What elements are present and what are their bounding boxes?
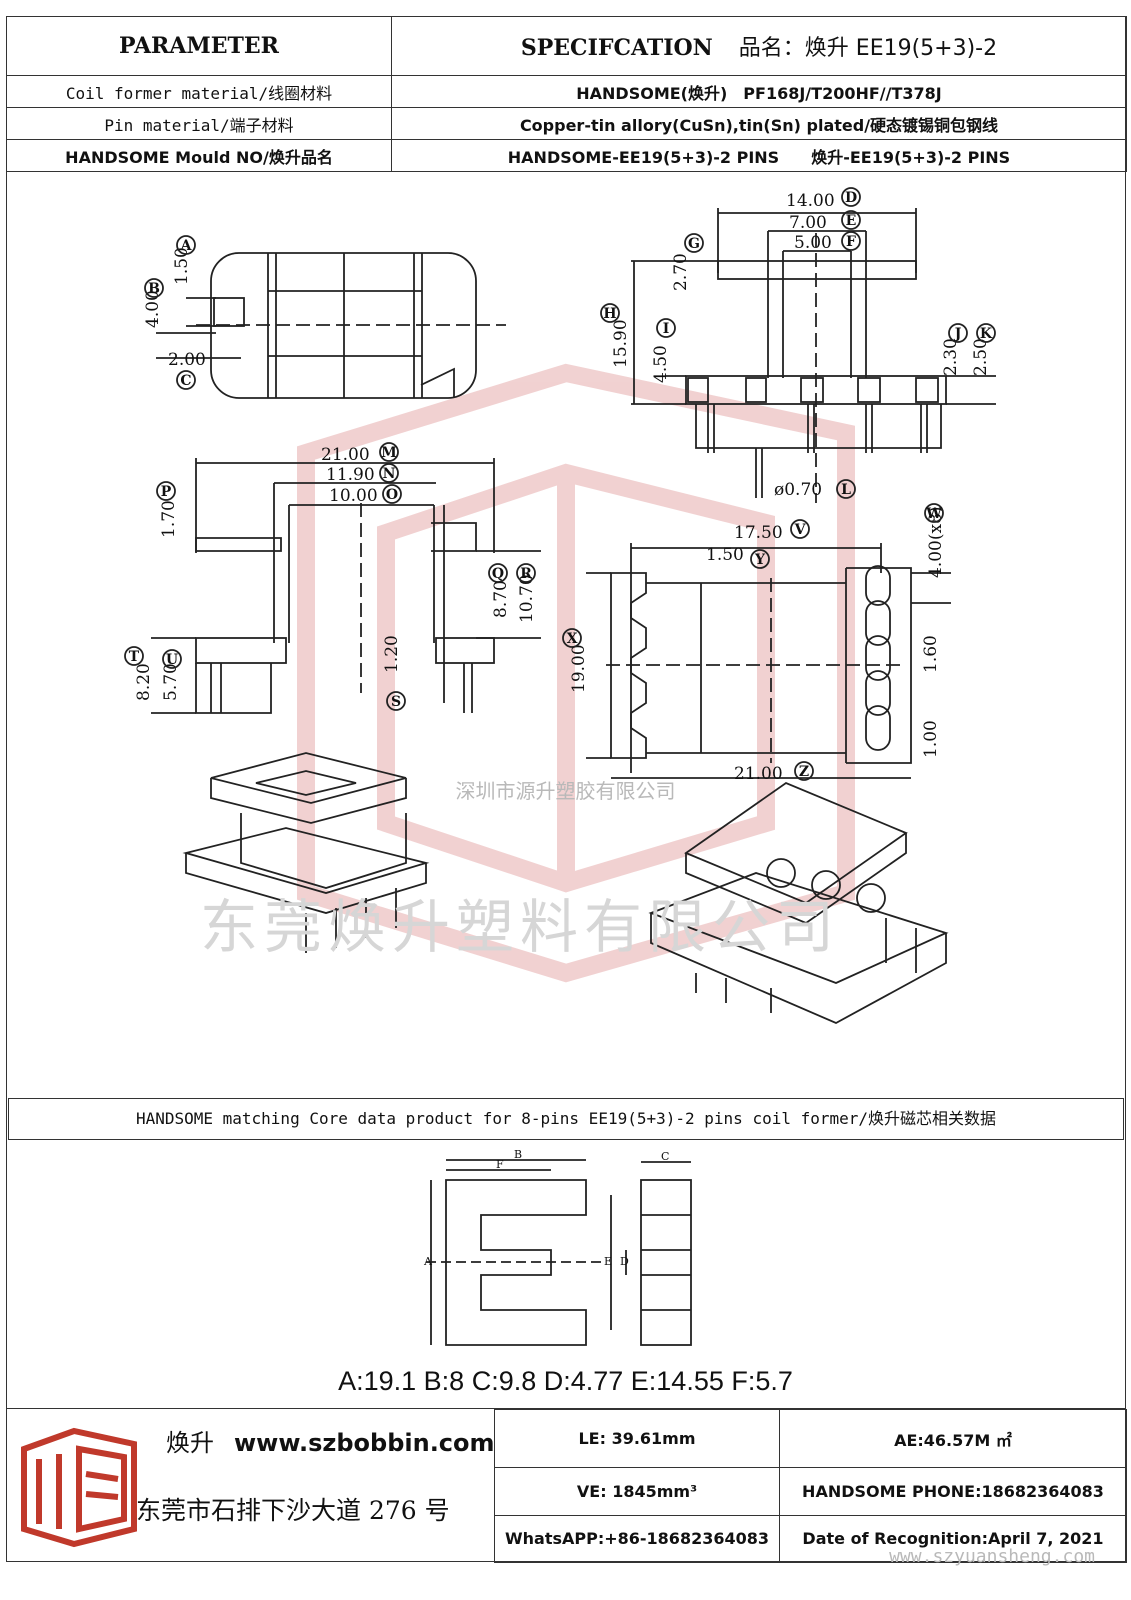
handsome-logo — [21, 1427, 137, 1548]
whatsapp-value: WhatsAPP:+86-18682364083 — [494, 1514, 780, 1564]
label-n: N — [383, 466, 396, 482]
label-o: O — [386, 487, 398, 503]
phone-value: HANDSOME PHONE:18682364083 — [779, 1467, 1127, 1516]
dim-z: 21.00 — [734, 764, 783, 784]
core-dimension-summary: A:19.1 B:8 C:9.8 D:4.77 E:14.55 F:5.7 — [338, 1366, 793, 1396]
dim-f: 5.00 — [794, 233, 832, 253]
dim-b: 4.00 — [143, 290, 163, 328]
pin-material-value: Copper-tin allory(CuSn),tin(Sn) plated/硬… — [391, 107, 1127, 140]
dim-a: 1.50 — [172, 247, 192, 285]
label-t: T — [129, 649, 140, 665]
parameter-heading: PARAMETER — [6, 16, 392, 76]
core-label-a: A — [423, 1255, 433, 1268]
label-r: R — [520, 566, 532, 582]
isometric-view-left — [182, 752, 430, 953]
label-i: I — [663, 321, 670, 337]
dim-pin-dia: 1.00 — [921, 720, 941, 758]
watermark-url: www.szyuansheng.com — [889, 1546, 1095, 1567]
watermark-company-dongguan: 东莞焕升塑料有限公司 — [200, 893, 841, 961]
dim-t: 8.20 — [134, 663, 154, 701]
ve-value: VE: 1845mm³ — [494, 1467, 780, 1516]
dim-e: 7.00 — [789, 213, 827, 233]
label-f: F — [846, 234, 856, 250]
specification-heading: SPECIFCATION 品名：焕升 EE19(5+3)-2 — [391, 16, 1127, 76]
dim-n: 11.90 — [326, 465, 375, 485]
label-v: V — [794, 522, 807, 538]
label-w: W — [925, 506, 942, 522]
label-j: J — [953, 326, 962, 342]
specification-label: SPECIFCATION — [520, 35, 713, 61]
mould-no-label: HANDSOME Mould NO/焕升品名 — [6, 139, 392, 172]
label-e: E — [846, 213, 857, 229]
label-g: G — [688, 236, 700, 252]
label-y: Y — [754, 552, 766, 568]
dim-q: 8.70 — [491, 580, 511, 618]
recognition-date: Date of Recognition:April 7, 2021 — [779, 1514, 1127, 1564]
footer: 焕升 www.szbobbin.com 东莞市石排下沙大道 276 号 LE: 3… — [6, 1408, 1127, 1564]
label-x: X — [567, 631, 578, 647]
label-h: H — [603, 306, 616, 322]
ae-value: AE:46.57M ㎡ — [779, 1408, 1127, 1469]
dim-w: 4.00(x8) — [926, 506, 946, 578]
dim-i: 4.50 — [651, 345, 671, 383]
dim-u: 5.70 — [161, 663, 181, 701]
dim-j: 2.30 — [941, 338, 961, 376]
label-l: L — [841, 482, 851, 498]
dim-d: 14.00 — [786, 191, 835, 211]
address: 东莞市石排下沙大道 276 号 — [136, 1496, 450, 1525]
dim-s: 1.20 — [382, 635, 402, 673]
coil-material-value: HANDSOME(焕升) PF168J/T200HF//T378J — [391, 75, 1127, 108]
dim-h: 15.90 — [611, 319, 631, 368]
le-value: LE: 39.61mm — [494, 1408, 780, 1469]
dim-l: ø0.70 — [774, 480, 822, 500]
isometric-view-right — [648, 781, 949, 1025]
brand-cn: 焕升 — [166, 1429, 214, 1457]
label-c: C — [180, 373, 191, 389]
core-data-caption: HANDSOME matching Core data product for … — [8, 1098, 1124, 1140]
pin-material-label: Pin material/端子材料 — [6, 107, 392, 140]
bobbin-technical-drawing: 1.50 4.00 2.00 14.00 7.00 5.00 2.70 15.9… — [124, 187, 996, 1025]
dim-r: 10.70 — [517, 574, 537, 623]
dim-c: 2.00 — [168, 350, 206, 370]
dim-o: 10.00 — [329, 486, 378, 506]
dim-m: 21.00 — [321, 445, 370, 465]
dim-y: 1.50 — [706, 545, 744, 565]
core-label-b: B — [514, 1150, 522, 1161]
brand-line: 焕升 www.szbobbin.com — [166, 1423, 495, 1458]
core-label-f: F — [496, 1158, 504, 1171]
label-k: K — [980, 326, 993, 342]
dim-k: 2.50 — [971, 338, 991, 376]
side-view — [151, 458, 541, 714]
coil-material-label: Coil former material/线圈材料 — [6, 75, 392, 108]
core-label-c: C — [661, 1150, 669, 1163]
logo-watermark — [297, 363, 855, 983]
front-view — [631, 208, 996, 503]
label-b: B — [148, 281, 160, 297]
dim-pin-pitch: 1.60 — [921, 635, 941, 673]
top-view — [156, 252, 506, 399]
product-name: 品名：焕升 EE19(5+3)-2 — [738, 36, 998, 61]
label-p: P — [161, 484, 172, 500]
label-s: S — [391, 694, 401, 710]
dim-v: 17.50 — [734, 523, 783, 543]
label-q: Q — [492, 566, 504, 582]
core-drawing: B F C A E D — [423, 1150, 692, 1346]
website-link[interactable]: www.szbobbin.com — [234, 1429, 495, 1457]
label-u: U — [166, 652, 178, 668]
core-label-d: D — [620, 1255, 629, 1268]
core-label-e: E — [604, 1255, 612, 1268]
dim-x: 19.00 — [569, 644, 589, 693]
bottom-view — [586, 543, 951, 779]
magnetic-data-table: LE: 39.61mm AE:46.57M ㎡ VE: 1845mm³ HAND… — [494, 1408, 1127, 1564]
label-d: D — [845, 190, 857, 206]
label-a: A — [180, 238, 193, 254]
watermark-company-shenzhen: 深圳市源升塑胶有限公司 — [455, 779, 676, 803]
mould-no-value: HANDSOME-EE19(5+3)-2 PINS 焕升-EE19(5+3)-2… — [391, 139, 1127, 172]
dim-g: 2.70 — [671, 253, 691, 291]
label-z: Z — [799, 764, 809, 780]
dim-p: 1.70 — [159, 500, 179, 538]
label-m: M — [381, 445, 397, 461]
